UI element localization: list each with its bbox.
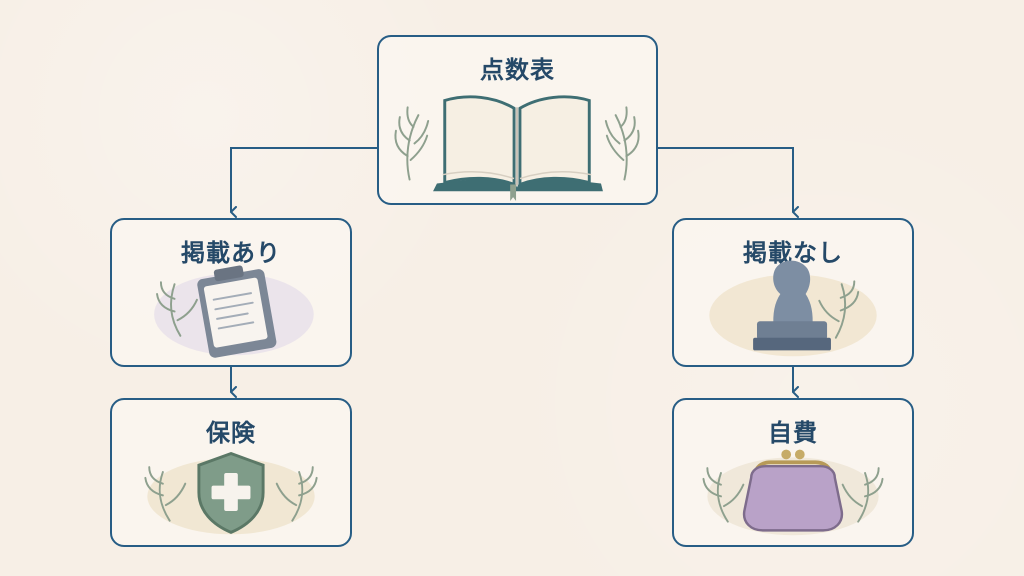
connector-root-to-unlisted	[658, 147, 799, 218]
shield-cross-icon	[144, 451, 318, 535]
node-listed: 掲載あり	[110, 218, 352, 367]
node-unlisted: 掲載なし	[672, 218, 914, 367]
stamp-icon	[709, 260, 877, 357]
node-label-score-table: 点数表	[480, 56, 555, 84]
coin-purse-icon	[702, 449, 884, 536]
clipboard-icon	[154, 265, 314, 358]
node-selfpay: 自費	[672, 398, 914, 547]
node-score-table: 点数表	[377, 35, 658, 205]
node-label-insurance: 保険	[206, 419, 256, 447]
open-book-icon	[394, 95, 640, 202]
node-label-listed: 掲載あり	[181, 239, 281, 267]
node-insurance: 保険	[110, 398, 352, 547]
node-label-selfpay: 自費	[768, 419, 818, 447]
connector-root-to-listed	[230, 147, 377, 218]
